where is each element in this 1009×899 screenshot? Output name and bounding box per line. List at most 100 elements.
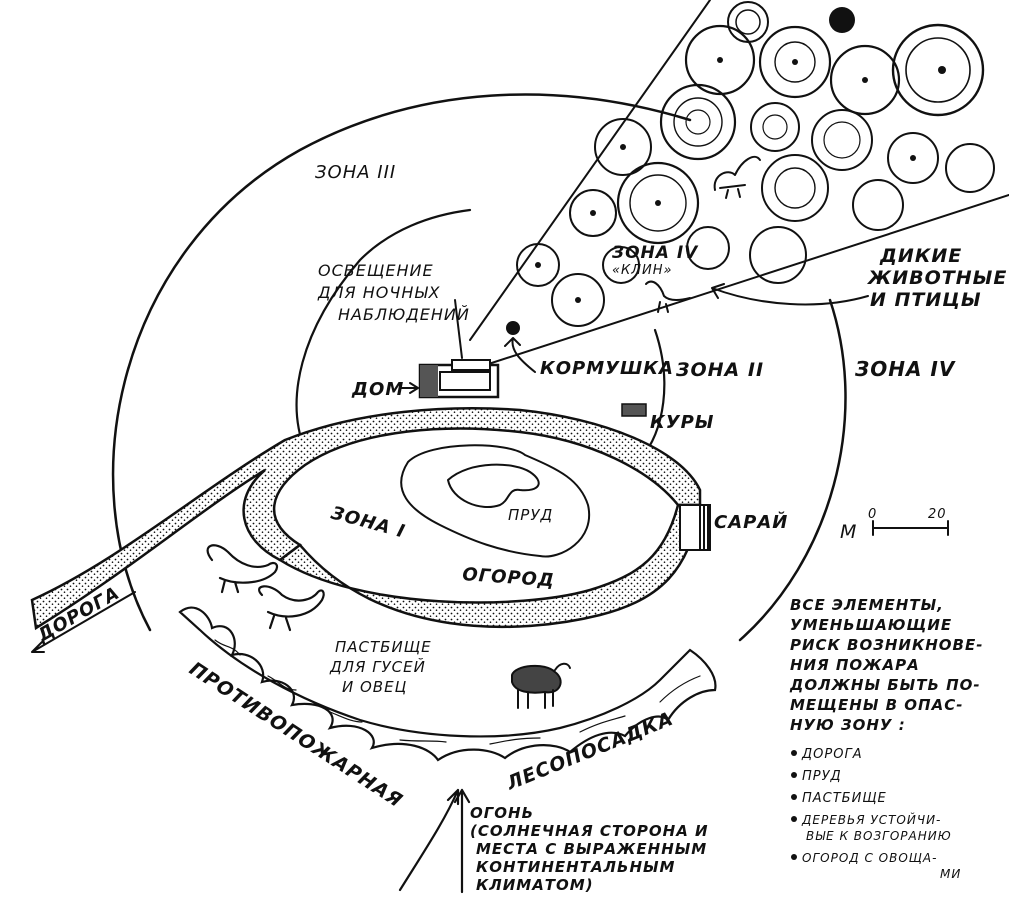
fire-arrow-2 <box>453 788 471 894</box>
note-heading-line: НУЮ ЗОНУ : <box>790 716 906 734</box>
tree-icon <box>590 210 596 216</box>
goose-icon <box>258 585 325 632</box>
goose-icon <box>206 544 279 594</box>
road-arrow <box>31 591 136 653</box>
note-heading-line: НИЯ ПОЖАРА <box>790 656 920 674</box>
zone2-boundary-arc-left <box>295 208 472 452</box>
zone4-outer-label: ЗОНА IV <box>854 357 956 381</box>
lighting-line1: ОСВЕЩЕНИЕ <box>318 261 434 280</box>
note-item: ОГОРОД С ОВОЩА- <box>802 851 937 865</box>
tree-icon <box>575 297 581 303</box>
tree-icon <box>905 37 971 103</box>
tree-icon <box>762 114 788 140</box>
note-heading-line: РИСК ВОЗНИКНОВЕ- <box>790 636 983 654</box>
pond-label: ПРУД <box>508 506 553 524</box>
note-heading-line: МЕЩЕНЫ В ОПАС- <box>790 696 963 714</box>
forest-trees <box>516 1 995 327</box>
fire-line4: КОНТИНЕНТАЛЬНЫМ <box>476 858 675 876</box>
wild-animals-line2: ЖИВОТНЫЕ <box>866 267 1007 289</box>
tree-icon <box>829 44 901 116</box>
wild-animals-arrow <box>711 283 869 306</box>
sheep-legs <box>517 662 571 709</box>
bird-icon <box>645 280 691 313</box>
wild-animals-line1: ДИКИЕ <box>879 245 962 267</box>
note-item: ВЫЕ К ВОЗГОРАНИЮ <box>806 829 952 843</box>
fire-line1: ОГОНЬ <box>470 804 534 822</box>
tree-icon <box>616 161 700 245</box>
tree-icon <box>629 174 687 232</box>
zone2-label: ЗОНА II <box>675 359 764 381</box>
fire-line2: (СОЛНЕЧНАЯ СТОРОНА И <box>470 822 709 840</box>
house-icon <box>418 359 500 399</box>
house-arrow <box>399 382 419 394</box>
note-item: ПАСТБИЩЕ <box>802 791 887 806</box>
tree-icon <box>749 226 807 284</box>
note-heading-line: ВСЕ ЭЛЕМЕНТЫ, <box>790 596 944 614</box>
tree-icon <box>758 25 832 99</box>
feeder-arrow <box>504 337 536 373</box>
pasture-line1: ПАСТБИЩЕ <box>335 638 432 656</box>
lighting-pointer-line <box>454 299 463 359</box>
pasture-line2: ДЛЯ ГУСЕЙ <box>329 657 426 676</box>
note-item: ДЕРЕВЬЯ УСТОЙЧИ- <box>801 812 941 827</box>
firebreak-hedge <box>178 606 717 762</box>
pasture-line3: И ОВЕЦ <box>342 678 407 696</box>
bullet-icon <box>791 772 797 778</box>
bullet-icon <box>791 854 797 860</box>
tree-icon <box>761 154 829 222</box>
tree-icon <box>852 179 904 231</box>
tree-icon <box>655 200 661 206</box>
fire-risk-note: ВСЕ ЭЛЕМЕНТЫ, УМЕНЬШАЮЩИЕ РИСК ВОЗНИКНОВ… <box>789 596 983 881</box>
tree-icon <box>685 109 711 135</box>
klin-label: «КЛИН» <box>612 263 673 278</box>
henhouse-icon <box>621 403 647 417</box>
note-item: МИ <box>940 867 961 881</box>
tree-icon <box>602 246 640 284</box>
tree-icon <box>811 109 873 171</box>
tree-icon <box>535 262 541 268</box>
tree-icon <box>891 23 985 117</box>
note-item: ПРУД <box>802 769 842 784</box>
forest-wedge-boundary <box>469 0 1009 371</box>
sheep-icon <box>511 664 562 694</box>
bird-icon <box>713 155 761 199</box>
fire-arrow <box>398 788 460 892</box>
barn-icon <box>679 504 711 551</box>
firebreak-hedge-texture <box>214 639 701 745</box>
scale-end-label: 20 <box>928 507 947 522</box>
pond-outline <box>400 444 591 558</box>
tree-icon <box>938 66 946 74</box>
zone4-wedge-label: ЗОНА IV <box>611 243 699 263</box>
house-label: ДОМ <box>351 379 404 400</box>
wild-animals-line3: И ПТИЦЫ <box>870 289 982 311</box>
tree-icon <box>735 9 761 35</box>
feeder-icon <box>506 321 520 335</box>
tree-icon <box>594 118 652 176</box>
fire-line5: КЛИМАТОМ) <box>476 876 594 894</box>
tree-icon <box>717 57 723 63</box>
tree-icon <box>620 144 626 150</box>
tree-icon <box>686 226 730 270</box>
note-item: ДОРОГА <box>801 747 863 762</box>
tree-icon <box>945 143 995 193</box>
tree-icon <box>727 1 769 43</box>
zone3-boundary-circle-right <box>738 298 847 642</box>
tree-icon <box>516 243 560 287</box>
note-heading-line: УМЕНЬШАЮЩИЕ <box>790 616 952 634</box>
tree-icon <box>750 102 800 152</box>
zone2-boundary-arc-right <box>638 328 666 462</box>
garden-label: ОГОРОД <box>462 564 556 591</box>
hens-label: КУРЫ <box>650 412 714 433</box>
tree-icon <box>887 132 939 184</box>
feeder-label: КОРМУШКА <box>540 358 674 379</box>
tree-icon <box>684 24 756 96</box>
bullet-icon <box>791 816 797 822</box>
scale-unit-label: М <box>840 521 857 543</box>
tree-icon <box>774 41 816 83</box>
zone3-boundary-circle <box>111 93 692 632</box>
lighting-line3: НАБЛЮДЕНИЙ <box>338 305 470 324</box>
tree-icon <box>910 155 916 161</box>
scale-bar <box>872 520 949 536</box>
tree-icon <box>774 167 816 209</box>
